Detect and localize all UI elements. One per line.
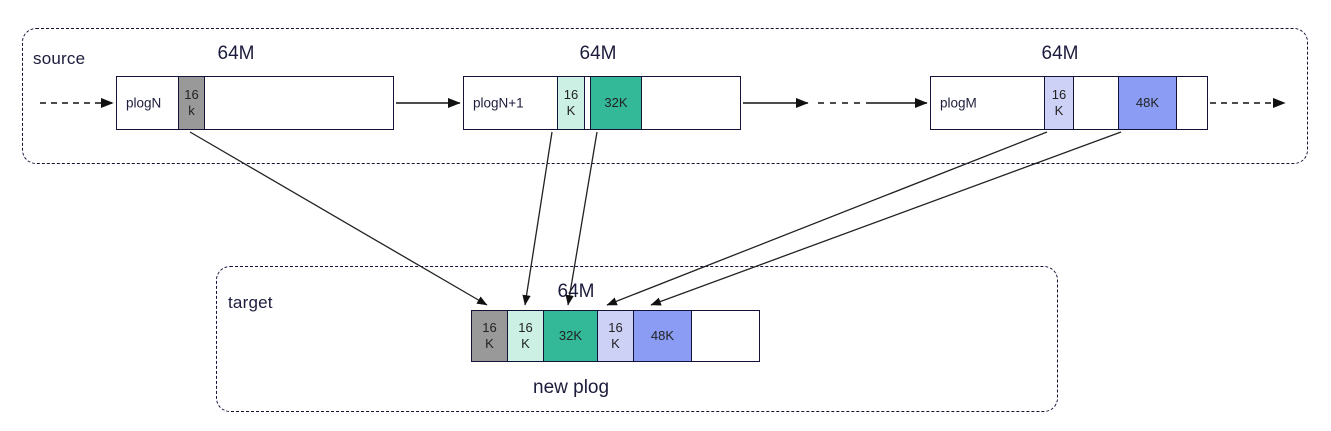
source-block-1-name: plogN+1 [473,95,524,111]
target-segment-2: 32K [544,311,598,361]
source-block-2-size: 64M [1041,43,1079,64]
source-block-plogN: plogN 16 k [116,76,394,130]
target-caption: new plog [533,377,610,398]
source-block-0-size: 64M [217,43,255,64]
source-label: source [33,49,86,68]
source-block-2-segment-0: 16 K [1044,77,1074,129]
target-segment-4: 48K [634,311,692,361]
target-size-label: 64M [557,281,595,302]
target-segment-3: 16 K [598,311,634,361]
source-block-2-name: plogM [940,95,977,111]
target-segment-1: 16 K [508,311,544,361]
target-segment-0: 16 K [472,311,508,361]
source-block-0-segment-0: 16 k [178,77,205,129]
source-block-1-segment-0: 16 K [557,77,585,129]
target-segment-5 [692,311,759,361]
target-block-new-plog: 16 K 16 K 32K 16 K 48K [471,310,760,362]
source-block-2-segment-1: 48K [1118,77,1177,129]
target-label: target [228,293,273,312]
source-block-plogN1: plogN+1 16 K 32K [463,76,741,130]
source-block-1-segment-1: 32K [590,77,642,129]
source-block-1-size: 64M [579,43,617,64]
source-block-0-name: plogN [126,95,162,111]
source-block-plogM: plogM 16 K 48K [930,76,1208,130]
